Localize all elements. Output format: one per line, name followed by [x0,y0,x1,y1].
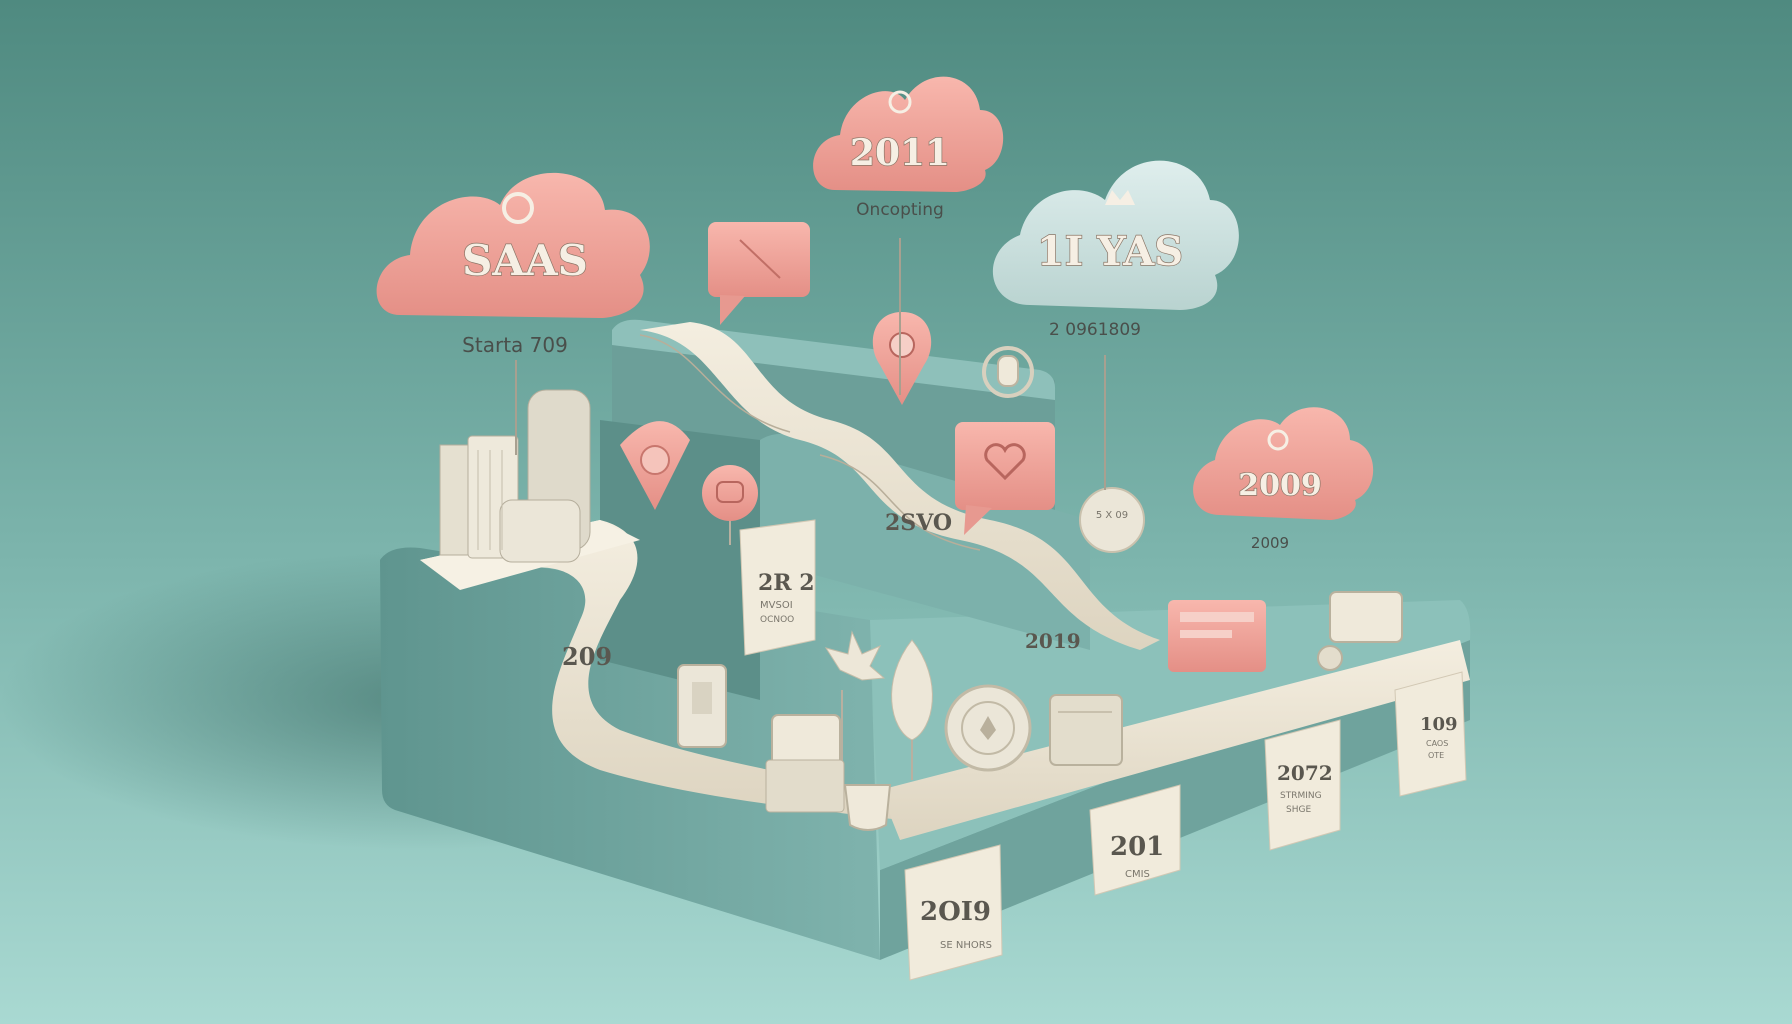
road-label-text: 2072 [1277,761,1333,785]
road-label-2019: 2019 [1025,629,1081,653]
wifi-icon [620,421,690,510]
coffee-cup-icon [843,784,892,831]
location-pin-icon [872,312,932,405]
road-tag-1: 2R 2 MVSOI OCNOO [739,519,816,656]
cloud-top: 2011 Oncopting [813,76,1004,395]
document-stack-icon [765,714,845,813]
road-tag-2072: 2072 STRMING SHGE [1264,719,1341,851]
pin-icon [502,192,534,224]
road-label-sub: SHGE [1286,805,1311,815]
scooter-icon [1317,591,1403,671]
badge-text: 5 X 09 [1096,510,1128,521]
cloud-title: SAAS [462,236,588,285]
cloud-saas: SAAS Starta 709 [376,172,650,455]
cloud-title: 2009 [1238,468,1322,503]
round-badge: 5 X 09 [1079,487,1145,553]
road-label-sub: OTE [1428,751,1444,760]
heart-message-icon [955,422,1055,535]
road-label-sub: CMIS [1125,869,1150,880]
cloud-caption: Starta 709 [462,333,568,357]
road-label-sub: OCNOO [760,615,794,625]
road-label-text: 201 [1110,832,1164,862]
panel-icon [1049,694,1123,766]
cloud-ryas: 1I YAS 2 0961809 [992,160,1239,490]
road-label-2svo: 2SVO [885,510,952,536]
flower-icon [824,630,886,770]
city-buildings-icon [439,389,591,563]
road-tag-2oi9: 2OI9 SE NHORS [904,844,1003,981]
cloud-title: 2011 [850,132,950,174]
leaf-icon [891,639,933,780]
cloud-caption: 2 0961809 [1049,320,1141,340]
road-label-text: 2OI9 [920,897,991,927]
road-label-sub: CAOS [1426,739,1448,748]
chat-bubble-icon [708,222,810,325]
road-label-text: 109 [1420,714,1458,735]
road-label-209: 209 [562,642,612,671]
cloud-right: 2009 2009 [1193,407,1374,552]
road-label-sub: MVSOI [760,600,793,611]
cloud-title: 1I YAS [1037,228,1183,275]
road-label-sub: STRMING [1280,791,1322,801]
road-tag-109: 109 CAOS OTE [1394,671,1467,797]
compass-icon [944,684,1032,772]
road-label-sub: SE NHORS [940,940,992,951]
cloud-caption: 2009 [1251,534,1289,552]
pink-badge-icon [702,465,758,545]
cloud-caption: Oncopting [856,200,944,220]
gear-icon [888,90,912,114]
road-tag-201: 201 CMIS [1089,784,1181,896]
lightbulb-icon [982,346,1034,398]
door-icon [677,664,727,748]
road-label-text: 2R 2 [758,570,815,596]
camera-icon [1267,429,1289,451]
dashboard-card-icon [1168,600,1266,672]
crown-icon [1105,190,1135,205]
